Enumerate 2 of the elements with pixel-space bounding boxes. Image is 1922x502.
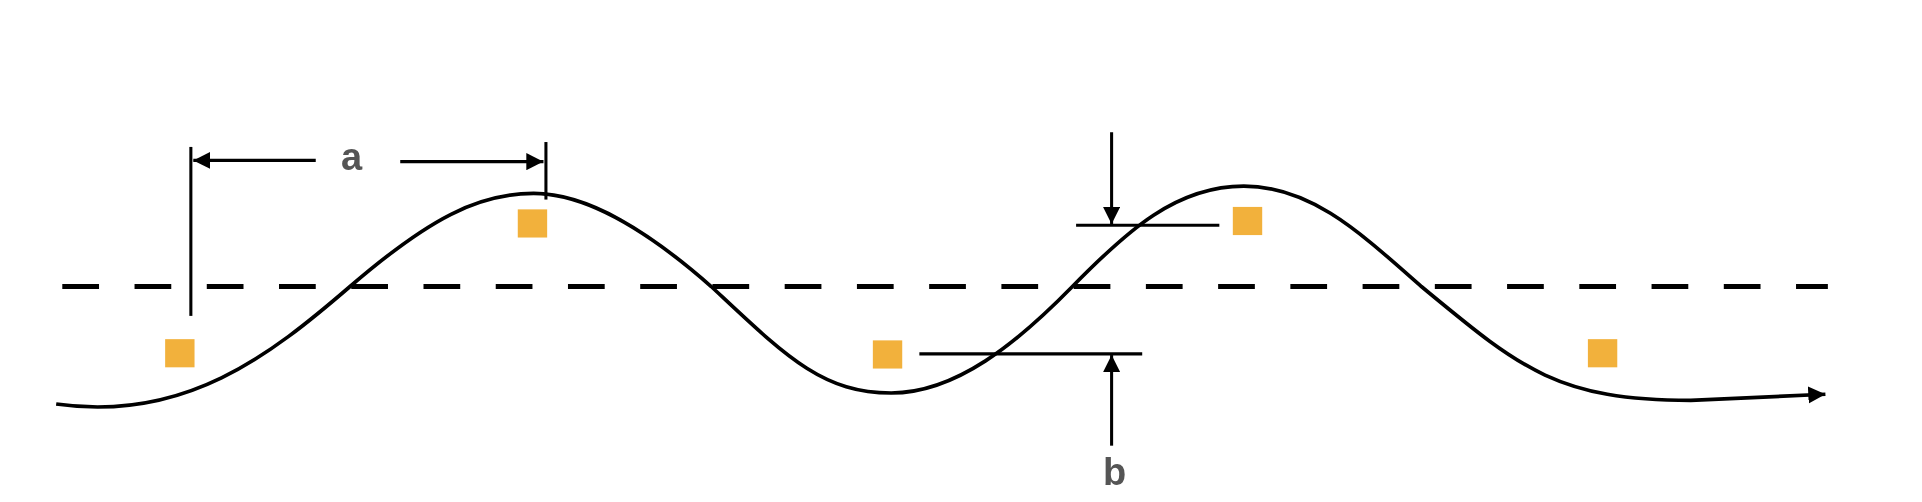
dimension-label: b bbox=[1103, 453, 1127, 491]
dimension-label: a bbox=[341, 138, 363, 176]
